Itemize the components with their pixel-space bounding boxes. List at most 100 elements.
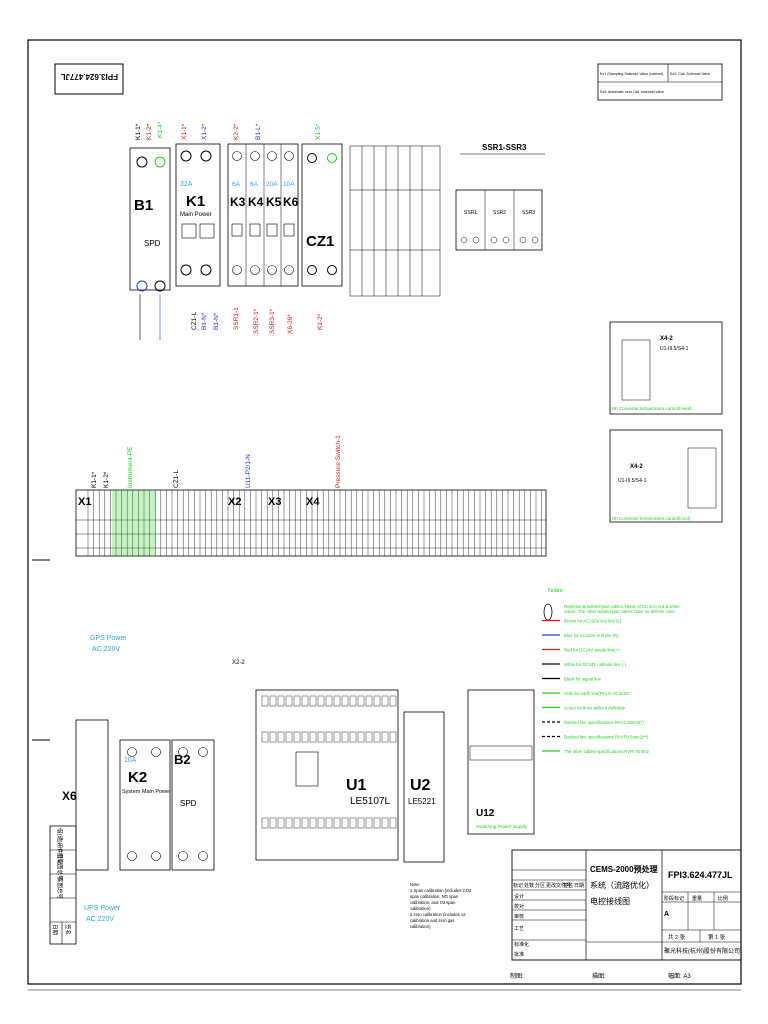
k5-rating: 20A [266,181,278,188]
wire-label: K1-4* [157,121,164,138]
gps-power-label: GPS Power AC 220V [90,635,127,653]
ssr3-label: SSR3 [522,210,535,216]
title-line-2: 系统（流路优化） [590,880,654,890]
k3-label: K3 [230,195,246,209]
u12-label: U12 [476,808,495,819]
controllers-block: X2-2 U1 LE5107L U2 LE5221 Note: 1.Span c… [232,660,472,929]
u12-block: U12 Switching Power Supply [467,689,535,835]
u1-model: LE5107L [350,796,390,807]
legend-item-text: The other cables specifications:RVR-75mm… [564,749,650,754]
wire-label: K1-1* [135,123,142,140]
ups-power-line1: UPS Power [84,905,121,912]
ssr2-label: SSR2 [493,210,506,216]
rev-header-1: 标记 [513,882,523,889]
bottom-label-trace: 描图: [592,972,606,980]
wire-label: K1-2* [146,123,153,140]
header-note-1: Ex1 (Sampling Solenoid Valve (cabinet) [600,72,663,76]
weight-label: 重量 [692,895,702,902]
k2-b2-block: X6 10A K2 System Main Power B2 SPD UPS P… [62,719,215,923]
legend-item-text-cont: colors. The other twisted-pair cables ha… [564,609,676,614]
b1-label: B1 [134,197,153,214]
wire-label: X1-5* [315,123,322,140]
wire-label: SSR3-1* [269,308,276,334]
bottom-label-format: 幅面: A3 [668,972,691,980]
rev-header-3: 分区 [535,882,545,889]
x3-wire: U11-P2/1-N [245,454,252,488]
role-standard: 标准化 [514,941,529,948]
x42-bottom-sub: U1-III.5/S4-1 [618,478,647,484]
x1-wire-pe: Instrument-PE [127,446,134,488]
scale-label: 比例 [718,895,728,902]
wire-label: B1-N* [201,312,208,330]
margin-label-1: 借(通)用件登记 [56,828,64,865]
ssr-block: SSR1-SSR3 SSR1 SSR2 SSR3 [455,143,545,251]
u1-note-0: Note: [410,882,420,887]
x4-wire: Pressure Switch-1 [335,435,342,488]
relay-terminal-cluster [349,145,441,297]
left-margin-table: 借(通)用件登记 旧底图总号 底图总号 日期 签名 [49,825,77,945]
margin-label-3: 底图总号 [56,877,64,900]
role-design: 设计 [514,893,524,900]
role-process: 工艺 [514,926,524,932]
role-approve: 批准 [514,951,524,958]
k1-rating: 32A [180,181,193,188]
legend-item-text: Represents twisted-pair cables.These of … [564,604,680,609]
wire-label: SSR2-1* [253,308,260,334]
x2-wire: CZ1-L [173,470,180,488]
wire-label: X6-26* [287,314,294,334]
x42-bottom-label: X4-2 [630,464,643,470]
margin-label-2: 旧底图总号 [56,853,64,881]
x1-wire-2: K1-2* [103,471,110,488]
k1-sub: Main Power [180,212,212,218]
legend-title: Notes: [548,588,564,594]
x3-label: X3 [268,496,281,508]
stage-label: 阶段标记 [664,895,684,902]
legend-item-text: Dashed line specifications RVV1.5mm2(*) [564,720,644,725]
rev-header-4: 更改文件号 [546,882,571,889]
title-line-3: 电控接线图 [590,896,630,906]
gps-power-line1: GPS Power [90,635,127,642]
sheet-number: 第 1 张 [708,933,726,941]
rev-header-2: 处数 [524,882,534,889]
u1-note-7: calibration) [410,924,431,929]
margin-label-5: 签名 [64,924,72,935]
u1-note-2: span calibration, NO span [410,894,459,899]
bottom-label-draw: 制图: [510,972,524,980]
x4-label: X4 [306,496,320,508]
u1-note-4: calibration) [410,906,431,911]
wire-label: K1-2* [317,313,324,330]
legend-item-text: Dashed line specifications RVVP0.5mm2(**… [564,735,649,740]
wire-label: K2-2* [233,123,240,140]
x42-top-sub: U1-III.5/S4-1 [660,346,689,352]
header-notes-table: Ex1 (Sampling Solenoid Valve (cabinet) E… [597,63,723,101]
x42-top-note: Nh Converter temperature control(Heat) [612,406,692,411]
legend-item-text: White for DC24V cathode line (-) [564,662,627,667]
x42-top-label: X4-2 [660,336,673,342]
x1-label: X1 [78,496,91,508]
b2-sub: SPD [180,799,197,808]
company-name: 聚光科技(杭州)股份有限公司 [664,947,740,955]
drawing-number: FPI3.624.477JL [668,870,733,880]
k2-label: K2 [128,769,147,786]
x6-label: X6 [62,789,77,803]
legend-item-text: Blue for AC220V null line (N) [564,633,619,638]
rotated-drawing-code: FPI3.624.477JL [61,72,118,81]
legend: Notes: Represents twisted-pair cables.Th… [542,588,680,754]
wire-label: B1-L* [255,123,262,140]
ssr-title: SSR1-SSR3 [482,143,527,152]
role-check: 校对 [514,903,524,910]
k4-label: K4 [248,195,264,209]
u1-note-1: 1.Span calibration (includes CO2 [410,888,472,893]
legend-item-text: Brown for AC220V live line (L) [564,619,622,624]
k3-rating: 6A [232,181,241,188]
header-note-3: Ex3: Automatic zero Cali. solenoid valve [600,90,664,94]
wire-label: CZ1-L [191,312,198,330]
u1-note-3: calibration, and O2 span [410,900,456,905]
x1-wire-1: K1-1* [91,471,98,488]
legend-item-text: Green for lines without definition [564,706,626,711]
role-review: 审核 [514,913,524,920]
sheets-total: 共 2 张 [668,933,686,941]
x2-2-label: X2-2 [232,660,245,666]
stage-value: A [664,911,669,918]
